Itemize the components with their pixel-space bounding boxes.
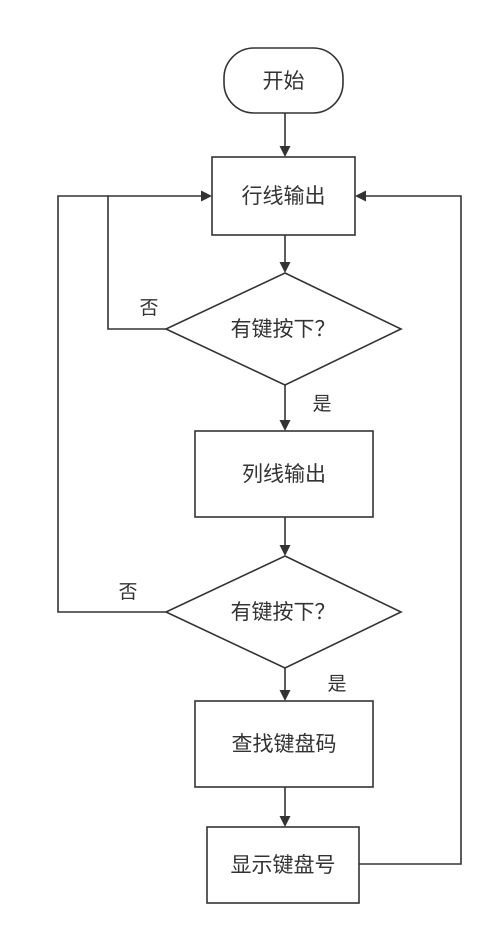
arrowhead-col-output-top	[279, 420, 291, 431]
arrowhead-row-output-right	[355, 190, 366, 202]
show-number-node-label: 显示键盘号	[231, 853, 336, 877]
find-code-node-label: 查找键盘码	[232, 732, 337, 756]
start-node-label: 开始	[263, 69, 305, 93]
show-number-node: 显示键盘号	[206, 826, 360, 904]
decision-2-node-label: 有键按下？	[231, 600, 336, 624]
find-code-node: 查找键盘码	[194, 700, 374, 788]
row-output-node-label: 行线输出	[242, 184, 326, 208]
start-node: 开始	[223, 47, 344, 114]
arrowhead-row-output-left	[201, 190, 212, 202]
decision-1-node-label: 有键按下？	[231, 317, 336, 341]
arrowhead-decision-2-top	[279, 545, 291, 556]
arrowhead-find-code-top	[279, 690, 291, 701]
arrowhead-row-output-top	[279, 146, 291, 157]
col-output-node-label: 列线输出	[242, 462, 326, 486]
edge-decision-2-no-loop	[57, 195, 166, 613]
decision-2-node: 有键按下？	[164, 555, 403, 669]
decision-2-no-label: 否	[118, 581, 137, 603]
row-output-node: 行线输出	[211, 156, 356, 236]
decision-1-no-label: 否	[139, 297, 158, 319]
decision-1-yes-label: 是	[312, 393, 331, 415]
edge-decision-1-no-loop	[107, 195, 201, 330]
col-output-node: 列线输出	[194, 430, 374, 518]
arrowhead-decision-1-top	[279, 262, 291, 273]
edge-show-number-loop	[359, 195, 462, 865]
arrowhead-show-number-top	[279, 816, 291, 827]
decision-2-yes-label: 是	[327, 673, 346, 695]
decision-1-node: 有键按下？	[164, 272, 403, 386]
